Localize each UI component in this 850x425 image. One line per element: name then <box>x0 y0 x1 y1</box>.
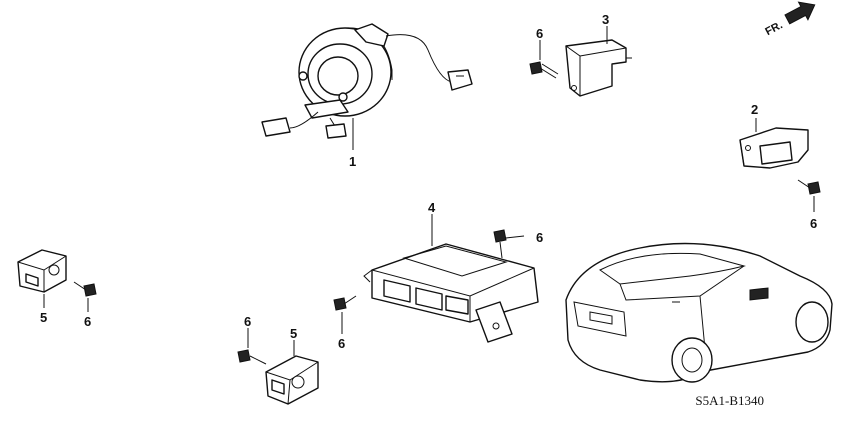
front-impact-sensor-left-part <box>17 249 67 293</box>
bolt-right-part <box>797 179 821 195</box>
bolt-bottom-part <box>237 349 267 365</box>
callout-3-label: 3 <box>602 12 609 27</box>
bolt-srs-bottom-part <box>333 295 357 311</box>
front-direction-label: FR. <box>763 19 784 38</box>
callout-4-label: 4 <box>428 200 436 215</box>
side-impact-sensor-upper-part <box>565 39 632 97</box>
vehicle-location-outline <box>565 242 833 383</box>
callout-6-right-label: 6 <box>810 216 817 231</box>
side-impact-sensor-right-part <box>739 127 809 169</box>
callout-6-srs-top-label: 6 <box>536 230 543 245</box>
callout-5-left-label: 5 <box>40 310 47 325</box>
callout-6-left-label: 6 <box>84 314 91 329</box>
bolt-srs-top-part <box>493 229 525 259</box>
srs-unit-part <box>363 243 539 343</box>
callout-6-bottom-label: 6 <box>244 314 251 329</box>
callout-5-bottom-label: 5 <box>290 326 297 341</box>
bolt-left-part <box>73 281 97 297</box>
cable-reel-part <box>261 23 473 139</box>
callout-2-label: 2 <box>751 102 758 117</box>
callout-6-srs-bottom-label: 6 <box>338 336 345 351</box>
front-arrow-icon <box>784 1 816 25</box>
front-impact-sensor-bottom-part <box>265 355 319 405</box>
bolt-top-part <box>529 61 559 79</box>
front-direction-indicator: FR. <box>763 1 816 38</box>
callout-1-label: 1 <box>349 154 356 169</box>
diagram-reference-code: S5A1-B1340 <box>695 393 764 408</box>
callout-6-top-label: 6 <box>536 26 543 41</box>
